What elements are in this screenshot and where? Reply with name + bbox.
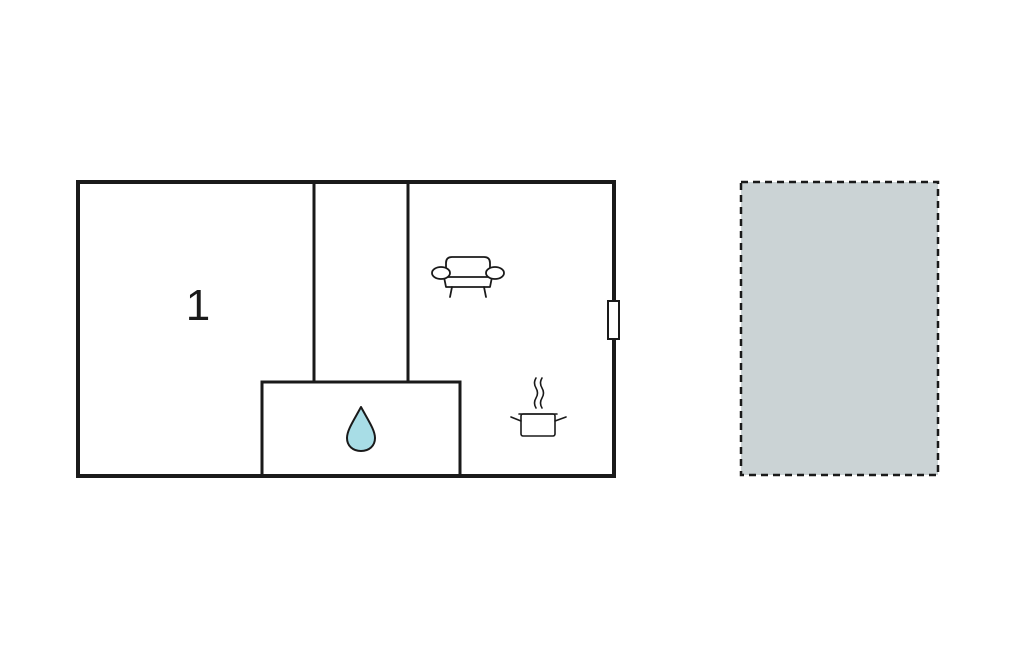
- window-icon: [607, 300, 620, 340]
- room-label-bedroom: 1: [186, 281, 210, 330]
- sofa-icon: [431, 256, 505, 298]
- water-drop-icon: [346, 406, 376, 452]
- cooking-pot-icon: [510, 377, 567, 437]
- terrace-area: [739, 180, 940, 477]
